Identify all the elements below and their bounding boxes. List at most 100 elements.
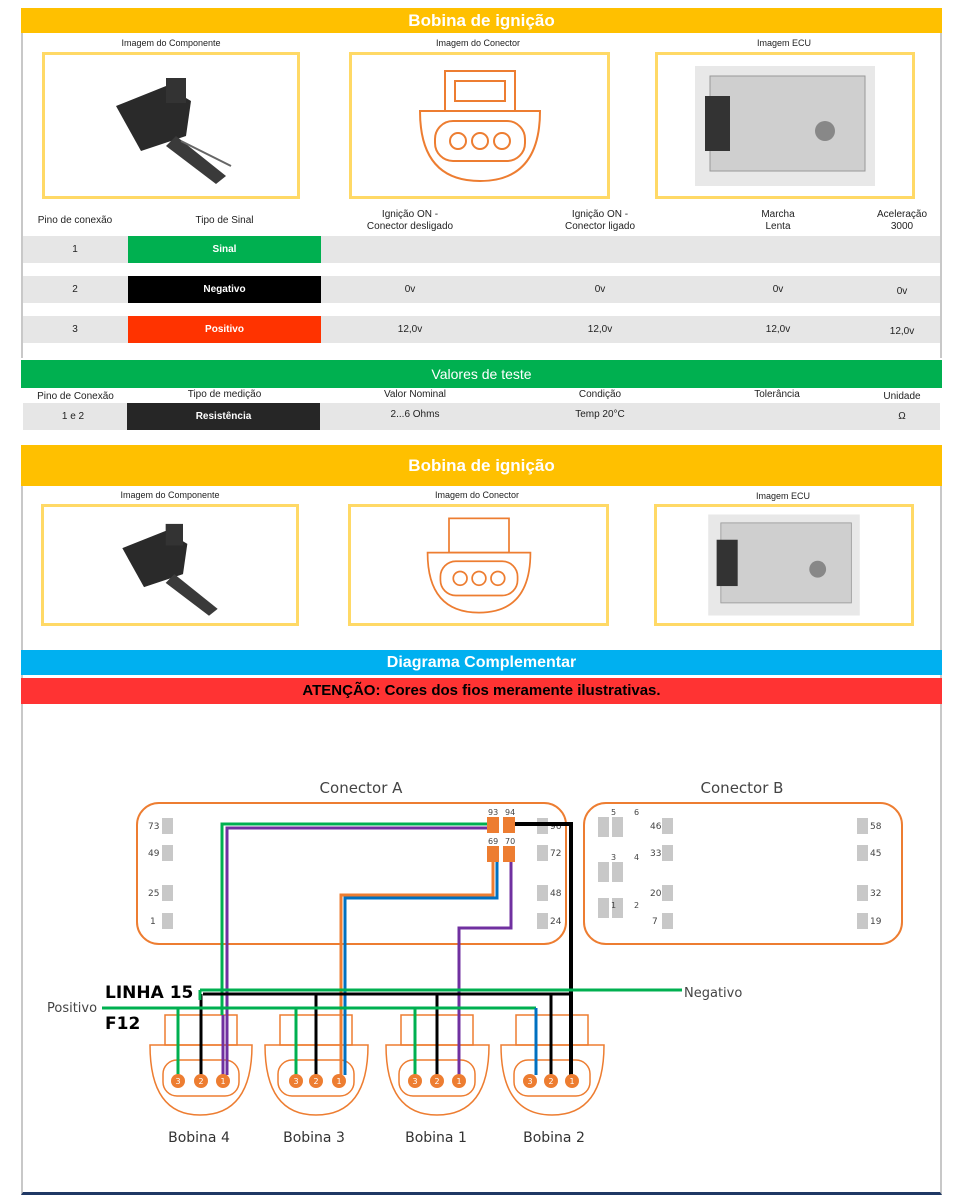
connector-a (136, 802, 567, 945)
pin-label: 1 (150, 917, 156, 927)
connector-image (349, 52, 610, 199)
pin-label: 6 (634, 808, 639, 817)
th-test-nominal: Valor Nominal (383, 389, 447, 400)
th-ign-on: Ignição ON - Conector ligado (564, 209, 636, 232)
th-test-unit: Unidade (883, 391, 921, 402)
test-row: 1 e 2 Resistência 2...6 Ohms Temp 20°C Ω (23, 403, 940, 430)
coil-label: Bobina 2 (523, 1130, 585, 1146)
th-test-condition: Condição (578, 389, 622, 400)
pin-label: 5 (611, 808, 616, 817)
section2-frame (21, 445, 942, 1195)
pin-label: 70 (505, 837, 515, 846)
coil-pin-label: 2 (434, 1077, 439, 1086)
pin-label: 2 (634, 901, 639, 910)
coil-label: Bobina 3 (283, 1130, 345, 1146)
coil-pin-label: 3 (293, 1077, 298, 1086)
pin-label: 4 (634, 853, 639, 862)
value: 12,0v (765, 324, 791, 335)
coil-pin-label: 1 (456, 1077, 461, 1086)
coil-pin-label: 2 (313, 1077, 318, 1086)
caption-component: Imagem do Componente (121, 38, 221, 48)
coil-pins (171, 1074, 579, 1088)
coil-pin-label: 2 (548, 1077, 553, 1086)
pin-label: 20 (650, 889, 662, 899)
caption-ecu: Imagem ECU (755, 491, 810, 501)
pin-label: 58 (870, 822, 882, 832)
component-image (41, 504, 299, 626)
value: 12,0v (889, 326, 915, 337)
coil-pin-label: 1 (569, 1077, 574, 1086)
pin-label: 24 (550, 917, 562, 927)
pin-label: 94 (505, 808, 515, 817)
pin-label: 3 (611, 853, 616, 862)
pin-label: 72 (550, 849, 561, 859)
pin-label: 46 (650, 822, 662, 832)
section1-title: Bobina de ignição (21, 8, 942, 33)
fuse-label: F12 (105, 1014, 140, 1034)
caption-ecu: Imagem ECU (756, 38, 811, 48)
value: 0v (772, 284, 784, 295)
pin: 1 e 2 (61, 411, 85, 422)
section2-title: Bobina de ignição (21, 445, 942, 486)
pin-label: 69 (488, 837, 498, 846)
value: 0v (404, 284, 416, 295)
signal-badge: Negativo (128, 276, 321, 303)
signal-badge: Positivo (128, 316, 321, 343)
connector-a-label: Conector A (320, 779, 404, 797)
coil-pin-label: 2 (198, 1077, 203, 1086)
table-row: 3 Positivo 12,0v 12,0v 12,0v 12,0v (23, 316, 940, 343)
component-image (42, 52, 300, 199)
caption-connector: Imagem do Conector (435, 38, 521, 48)
pin-label: 33 (650, 849, 661, 859)
coil-pin-label: 3 (175, 1077, 180, 1086)
connector-b (583, 802, 903, 945)
value: 0v (594, 284, 606, 295)
table-row: 1 Sinal (23, 236, 940, 263)
th-pin: Pino de conexão (37, 215, 113, 226)
th-ign-off: Ignição ON - Conector desligado (366, 209, 454, 232)
linha-15-label: LINHA 15 (105, 983, 193, 1003)
pin: 1 (72, 244, 78, 255)
pin-label: 73 (148, 822, 159, 832)
th-idle: Marcha Lenta (761, 209, 795, 232)
unit: Ω (898, 411, 906, 422)
coil-pin-label: 1 (220, 1077, 225, 1086)
value: 0v (896, 286, 908, 297)
measure-type-badge: Resistência (127, 403, 320, 430)
table-row: 2 Negativo 0v 0v 0v 0v (23, 276, 940, 303)
pin-label: 45 (870, 849, 881, 859)
th-signal: Tipo de Sinal (195, 215, 254, 226)
pin-label: 96 (550, 822, 562, 832)
pin: 2 (72, 284, 78, 295)
connector-image (348, 504, 609, 626)
condition: Temp 20°C (575, 409, 625, 420)
value: 12,0v (397, 324, 423, 335)
pin-label: 48 (550, 889, 562, 899)
pin-label: 49 (148, 849, 160, 859)
ecu-image (655, 52, 915, 199)
pin-label: 19 (870, 917, 882, 927)
coil-pin-label: 3 (412, 1077, 417, 1086)
caption-component: Imagem do Componente (120, 490, 220, 500)
caption-connector: Imagem do Conector (434, 490, 520, 500)
wiring-diagram: Conector A Conector B 73 49 25 1 96 72 4… (47, 779, 903, 1146)
nominal: 2...6 Ohms (390, 409, 440, 420)
coil-pin-label: 1 (336, 1077, 341, 1086)
th-test-tolerance: Tolerância (754, 389, 800, 400)
positivo-label: Positivo (47, 1001, 97, 1016)
pin-label: 1 (611, 901, 616, 910)
ecu-image (654, 504, 914, 626)
coil-label: Bobina 4 (168, 1130, 230, 1146)
signal-badge: Sinal (128, 236, 321, 263)
pin: 3 (72, 324, 78, 335)
coil-pin-label: 3 (527, 1077, 532, 1086)
pin-label: 32 (870, 889, 881, 899)
pin-label: 93 (488, 808, 498, 817)
th-test-pin: Pino de Conexão (37, 391, 114, 402)
pin-label: 7 (652, 917, 658, 927)
warning-banner: ATENÇÃO: Cores dos fios meramente ilustr… (21, 678, 942, 704)
test-title: Valores de teste (21, 360, 942, 388)
diagram-title: Diagrama Complementar (21, 650, 942, 675)
value: 12,0v (587, 324, 613, 335)
th-accel: Aceleração 3000 (876, 209, 928, 232)
